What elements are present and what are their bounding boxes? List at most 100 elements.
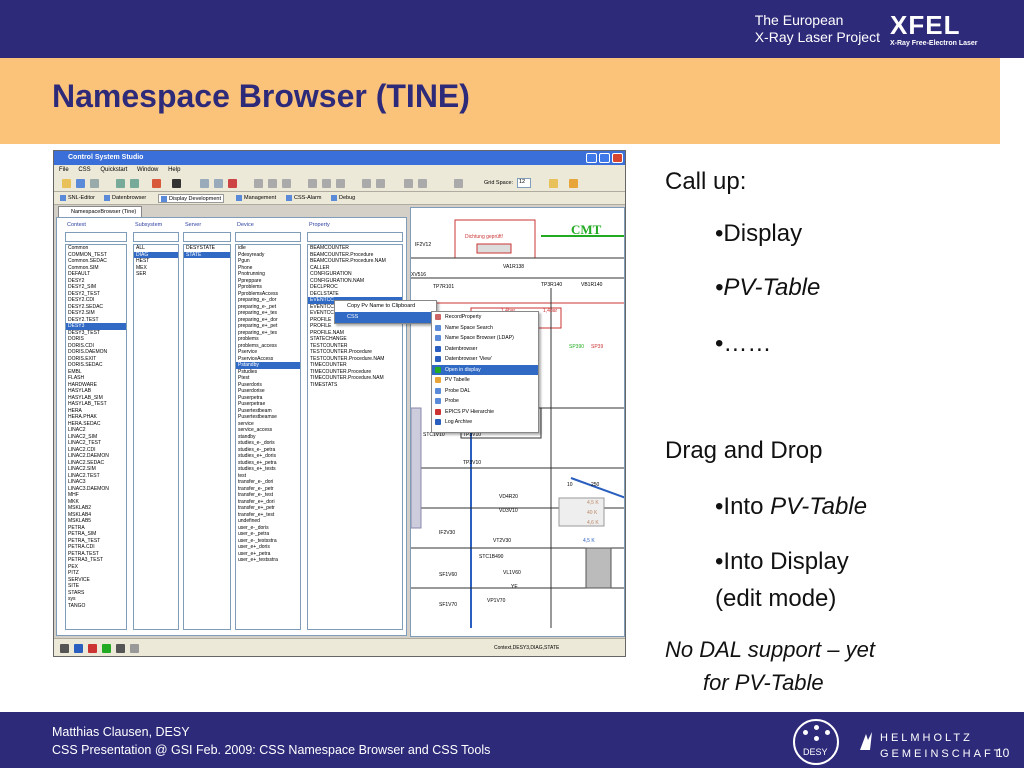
list-item: transfer_e+_petr — [238, 505, 275, 511]
menu-item-copy-pv-name: Copy Pv Name to Clipboard — [347, 303, 416, 309]
menu-css: CSS — [78, 167, 91, 173]
submenu-item-icon — [435, 314, 441, 320]
display-label: TP7R101 — [433, 284, 454, 290]
list-item: preparing_e+_pet — [238, 323, 278, 329]
css-application-screenshot: Control System Studio File CSS Quickstar… — [53, 150, 626, 657]
list-item: LINAC2 — [68, 427, 86, 433]
status-text: Context,DESY3,DIAG,STATE — [494, 645, 560, 651]
perspective-css-alarm: CSS-Alarm — [284, 194, 324, 203]
list-item: transfer_e-_test — [238, 492, 274, 498]
namespace-browser-tab: NamespaceBrowser (Tine) — [58, 206, 142, 217]
display-label: SF1V60 — [439, 572, 457, 578]
size-icon — [376, 179, 385, 188]
list-item: preparing_e-_pet — [238, 303, 277, 310]
maximize-icon — [599, 153, 610, 163]
toolbar: Grid Space: 12 — [54, 176, 625, 192]
list-item: DORIS.SEDAC — [68, 362, 103, 368]
list-item: PEX — [68, 563, 79, 570]
bullet-display: •Display — [715, 220, 803, 247]
column-context: Context — [67, 222, 86, 228]
list-item: EMBL — [68, 368, 82, 375]
list-item: DORIS — [68, 336, 84, 342]
list-item: ALL — [136, 245, 145, 251]
submenu-item-icon — [435, 398, 441, 404]
display-label: VT2V30 — [493, 538, 511, 544]
list-item: TIMECOUNTER — [310, 362, 347, 368]
list-item: user_e+_testsstra — [238, 557, 278, 563]
list-item: Common.SEDAC — [68, 258, 107, 264]
list-item: transfer_e-_dori — [238, 479, 274, 485]
close-icon — [612, 153, 623, 163]
status-icon — [74, 644, 83, 653]
property-filter — [307, 232, 403, 242]
list-item: Pnotrunning — [238, 271, 265, 277]
desy-logo-label: DESY — [803, 747, 828, 757]
list-item: HASYLAB — [68, 388, 92, 394]
namespace-browser-pane: Context Subsystem Server Device Property… — [56, 217, 407, 636]
list-item: PROFILE.NAM — [310, 329, 344, 336]
new-icon — [62, 179, 71, 188]
list-item: HERA — [68, 407, 82, 414]
menu-bar: File CSS Quickstart Window Help — [54, 165, 625, 176]
list-item: DEFAULT — [68, 271, 91, 277]
list-item: studies_e-_petra — [238, 446, 276, 453]
page-number: 10 — [996, 746, 1010, 760]
display-label: IF2V12 — [415, 242, 431, 248]
menu-quickstart: Quickstart — [100, 167, 128, 173]
list-item: DESY3 — [66, 323, 126, 330]
footer-event: CSS Presentation @ GSI Feb. 2009: CSS Na… — [52, 743, 491, 757]
tank — [585, 547, 612, 589]
list-item: Puserdorise — [238, 388, 265, 394]
submenu-item-icon — [435, 335, 441, 341]
tool-icon — [172, 179, 181, 188]
column-device: Device — [237, 222, 254, 228]
list-item: Ppreppare — [238, 277, 262, 284]
submenu-item-icon — [435, 377, 441, 383]
list-item: PROFILE — [310, 323, 332, 329]
perspective-display-development: Display Development — [158, 194, 224, 203]
note-line-1: No DAL support – yet — [665, 637, 875, 662]
list-item: PETRA3_TEST — [68, 557, 104, 563]
submenu-item: Log Archive — [432, 417, 538, 428]
display-label: IF2V30 — [439, 530, 455, 536]
list-item: Puserpetra — [238, 394, 263, 401]
list-item: MSKLAB2 — [68, 505, 92, 511]
readout-box — [558, 497, 605, 527]
list-item: transfer_e+_dori — [238, 498, 275, 505]
perspective-datenbrowser: Datenbrowser — [102, 194, 148, 203]
list-item: LINAC2.DAEMON — [68, 453, 109, 459]
list-item: DIAG — [134, 251, 178, 258]
list-item: DORIS.EXIT — [68, 355, 97, 362]
display-label: VD3V10 — [499, 508, 518, 514]
list-item: MSKLAB4 — [68, 511, 92, 518]
display-label: SP39 — [591, 344, 603, 350]
list-item: LINAC3 — [68, 479, 86, 485]
device-filter — [235, 232, 301, 242]
warning-button — [476, 243, 512, 254]
column-server: Server — [185, 222, 202, 228]
submenu-item: PV Tabelle — [432, 375, 538, 386]
list-item: Pusertestbeam — [238, 407, 272, 414]
submenu-item-icon — [435, 356, 441, 362]
list-item: LINAC2.SIM — [68, 466, 96, 472]
list-item: LINAC2.SEDAC — [68, 459, 105, 466]
title-band — [0, 58, 1000, 144]
list-item: Pgun — [238, 258, 250, 264]
list-item: problems — [238, 336, 259, 342]
list-item: idle — [238, 245, 246, 251]
into-prefix: •Into — [715, 493, 771, 520]
list-item: MSKLAB5 — [68, 518, 92, 524]
list-item: test — [238, 472, 247, 479]
footer-author: Matthias Clausen, DESY — [52, 725, 190, 739]
display-label: 4,5 K — [583, 538, 595, 544]
list-item: service_access — [238, 427, 273, 433]
list-item: Common.SIM — [68, 264, 99, 271]
copy-icon — [200, 179, 209, 188]
list-item: preparing_e+_tes — [238, 310, 278, 316]
xfel-logo: XFEL X-Ray Free-Electron Laser — [890, 10, 990, 50]
perspective-snl-editor: SNL-Editor — [58, 194, 97, 203]
list-item: Common — [68, 245, 89, 251]
submenu-item-icon — [435, 387, 441, 394]
